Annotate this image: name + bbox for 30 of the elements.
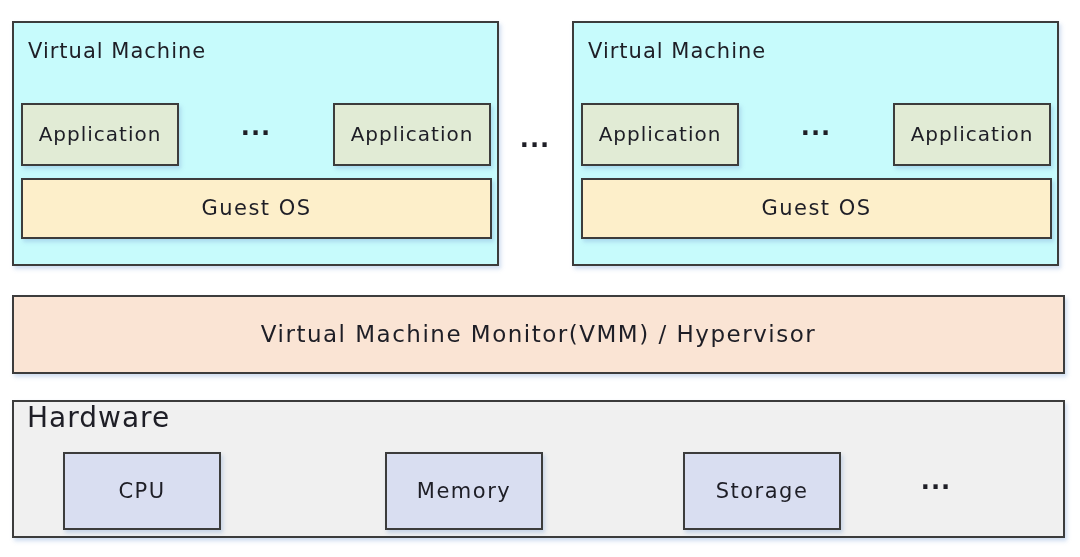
- bar-label: Virtual Machine Monitor(VMM) / Hypervisor: [260, 321, 817, 348]
- box-label: Memory: [416, 478, 512, 504]
- application-box: [21, 103, 179, 166]
- box-label: Application: [910, 123, 1034, 146]
- hardware-component-box: [385, 452, 543, 530]
- hardware-component-box: [683, 452, 841, 530]
- hardware-panel: [12, 400, 1065, 538]
- virtual-machine-panel: [12, 21, 499, 266]
- application-box: [333, 103, 491, 166]
- application-box: [581, 103, 739, 166]
- panel-title: Virtual Machine: [28, 39, 207, 64]
- box-label: CPU: [118, 478, 166, 504]
- hardware-component-box: [63, 452, 221, 530]
- ellipsis-label: ···: [240, 121, 272, 145]
- panel-title: Hardware: [27, 402, 171, 435]
- box-label: Storage: [715, 478, 809, 504]
- guest-os-bar: [581, 178, 1052, 239]
- box-label: Application: [598, 123, 722, 146]
- application-box: [893, 103, 1051, 166]
- hypervisor-bar: [12, 295, 1065, 374]
- guest-os-bar: [21, 178, 492, 239]
- bar-label: Guest OS: [201, 196, 312, 221]
- ellipsis-label: ···: [519, 133, 551, 157]
- panel-title: Virtual Machine: [588, 39, 767, 64]
- ellipsis-label: ···: [920, 475, 952, 499]
- bar-label: Guest OS: [761, 196, 872, 221]
- box-label: Application: [350, 123, 474, 146]
- box-label: Application: [38, 123, 162, 146]
- ellipsis-label: ···: [800, 121, 832, 145]
- virtual-machine-panel: [572, 21, 1059, 266]
